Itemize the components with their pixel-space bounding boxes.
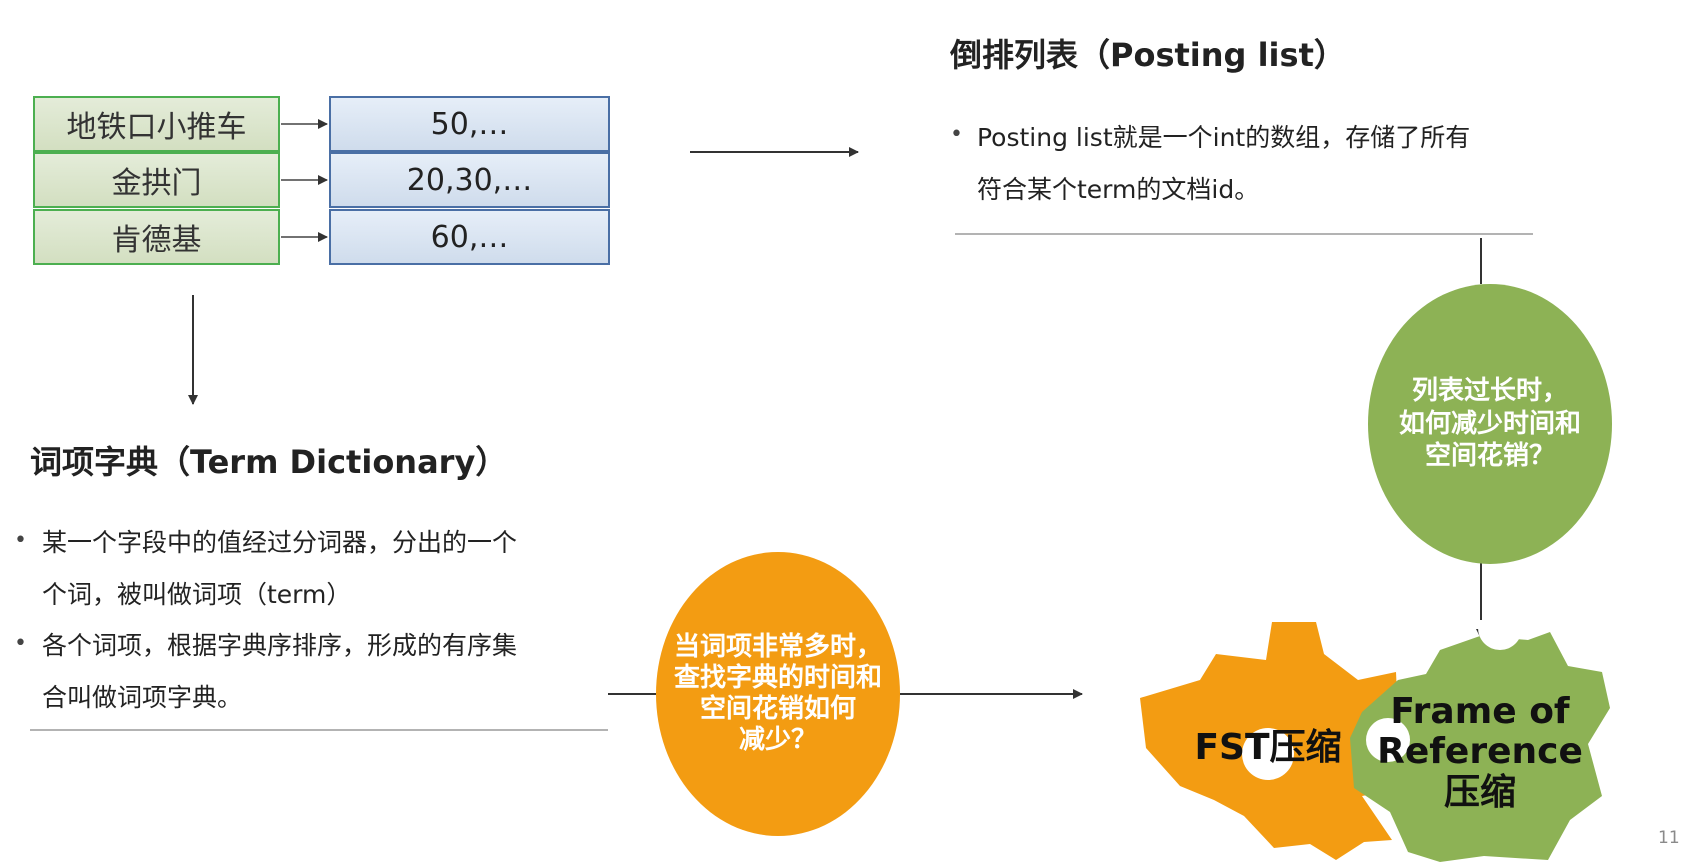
question-line: 列表过长时， bbox=[1411, 376, 1568, 407]
question-line: 减少？ bbox=[738, 725, 817, 756]
bullet-dot: • bbox=[14, 528, 27, 553]
term-dictionary-text-line-1: 某一个字段中的值经过分词器，分出的一个 bbox=[42, 528, 518, 557]
question-line: 当词项非常多时， bbox=[673, 631, 882, 662]
posting-list-text-line-1: Posting list就是一个int的数组，存储了所有 bbox=[977, 123, 1471, 152]
question-line: 空间花销如何 bbox=[699, 694, 856, 724]
fst-compression-label: FST压缩 bbox=[1194, 727, 1342, 768]
term-dictionary-heading: 词项字典（Term Dictionary） bbox=[30, 443, 508, 481]
posting-cell: 20,30,… bbox=[329, 152, 610, 208]
dictionary-question-text: 当词项非常多时， 查找字典的时间和 空间花销如何 减少？ bbox=[674, 632, 882, 757]
for-label-line: 压缩 bbox=[1443, 771, 1516, 813]
posting-list-heading: 倒排列表（Posting list） bbox=[950, 36, 1346, 74]
term-dictionary-text-line-4: 合叫做词项字典。 bbox=[42, 683, 243, 712]
term-cell: 肯德基 bbox=[33, 209, 280, 265]
term-cell: 金拱门 bbox=[33, 152, 280, 208]
question-line: 查找字典的时间和 bbox=[673, 662, 882, 693]
frame-of-reference-label: Frame of Reference 压缩 bbox=[1370, 691, 1590, 813]
posting-question-text: 列表过长时， 如何减少时间和 空间花销？ bbox=[1399, 375, 1581, 473]
gear-graphic bbox=[1140, 620, 1610, 862]
frame-of-reference-gear-icon bbox=[1350, 620, 1610, 862]
for-label-line: Reference bbox=[1377, 731, 1583, 773]
term-cell: 地铁口小推车 bbox=[33, 96, 280, 152]
posting-list-text-line-2: 符合某个term的文档id。 bbox=[977, 175, 1260, 204]
term-dictionary-text-line-2: 个词，被叫做词项（term） bbox=[42, 580, 352, 609]
fst-gear-icon bbox=[1140, 622, 1406, 860]
question-line: 如何减少时间和 bbox=[1398, 408, 1581, 439]
page-number: 11 bbox=[1658, 828, 1680, 848]
term-dictionary-text-line-3: 各个词项，根据字典序排序，形成的有序集 bbox=[42, 631, 518, 660]
bullet-dot: • bbox=[950, 122, 963, 147]
dictionary-question-oval: 当词项非常多时， 查找字典的时间和 空间花销如何 减少？ bbox=[656, 552, 900, 836]
bullet-dot: • bbox=[14, 631, 27, 656]
posting-question-oval: 列表过长时， 如何减少时间和 空间花销？ bbox=[1368, 284, 1612, 564]
posting-cell: 60,… bbox=[329, 209, 610, 265]
question-line: 空间花销？ bbox=[1424, 441, 1555, 472]
posting-cell: 50,… bbox=[329, 96, 610, 152]
for-label-line: Frame of bbox=[1390, 691, 1570, 732]
